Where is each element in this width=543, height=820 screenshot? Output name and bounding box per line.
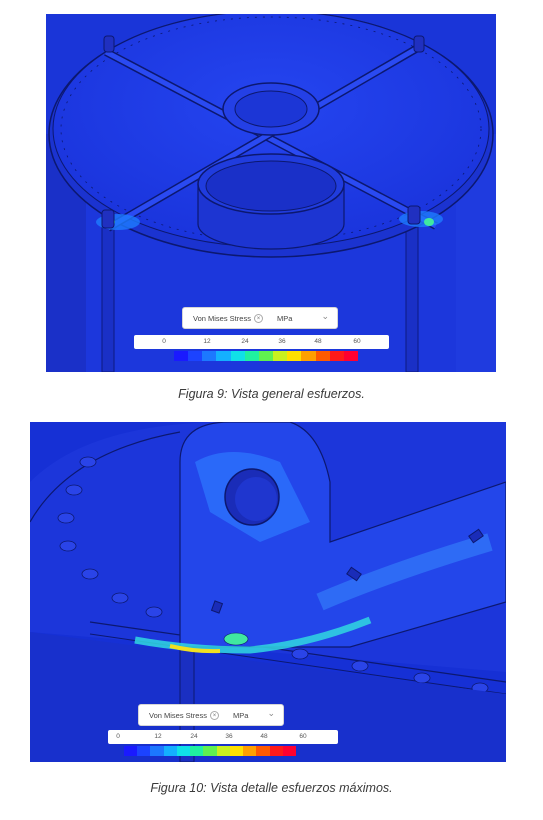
legend-tick: 60 — [353, 338, 361, 345]
colorbar-segment — [315, 351, 330, 361]
colorbar-segment — [216, 351, 231, 361]
legend-tick: 36 — [225, 733, 233, 740]
colorbar-segment — [190, 746, 204, 756]
legend-tick: 12 — [203, 338, 211, 345]
legend-scale: 0 12 24 36 48 60 — [108, 730, 338, 744]
stress-unit-label: MPa — [232, 710, 249, 720]
stress-detail-image: Von Mises Stress × MPa ⌄ 0 12 24 36 48 6… — [30, 422, 506, 762]
colorbar-segment — [287, 351, 302, 361]
colorbar-segment — [282, 746, 297, 756]
legend-tick: 12 — [154, 733, 162, 740]
figure-9-caption: Figura 9: Vista general esfuerzos. — [178, 387, 365, 401]
colorbar-segment — [230, 351, 245, 361]
stress-type-label: Von Mises Stress — [149, 710, 207, 720]
legend-tick: 0 — [116, 733, 120, 740]
colorbar-segment — [301, 351, 316, 361]
colorbar-segment — [176, 746, 191, 756]
colorbar-segment — [329, 351, 344, 361]
colorbar-segment — [150, 746, 164, 756]
colorbar-segment — [163, 746, 177, 756]
legend-tick: 48 — [314, 338, 322, 345]
colorbar-segment — [273, 351, 288, 361]
stress-colorbar — [174, 351, 359, 361]
colorbar-segment — [203, 746, 217, 756]
colorbar-segment — [256, 746, 270, 756]
legend-tick: 48 — [260, 733, 268, 740]
legend-tick: 0 — [162, 338, 166, 345]
stress-unit-label: MPa — [276, 313, 293, 323]
colorbar-segment — [174, 351, 189, 361]
figure-10-caption: Figura 10: Vista detalle esfuerzos máxim… — [150, 781, 393, 795]
colorbar-segment — [229, 746, 244, 756]
legend-scale: 0 12 24 36 48 60 — [134, 335, 389, 349]
legend-tick: 60 — [299, 733, 307, 740]
colorbar-segment — [137, 746, 151, 756]
stress-legend: Von Mises Stress × MPa ⌄ 0 12 24 36 48 6… — [108, 700, 408, 760]
colorbar-segment — [216, 746, 230, 756]
colorbar-segment — [258, 351, 274, 361]
colorbar-segment — [188, 351, 203, 361]
lug-detail-render — [30, 422, 506, 762]
stress-colorbar — [124, 746, 297, 756]
clear-icon[interactable]: × — [209, 710, 219, 720]
colorbar-segment — [124, 746, 138, 756]
colorbar-segment — [243, 746, 257, 756]
stress-type-dropdown[interactable]: Von Mises Stress × MPa ⌄ — [138, 704, 284, 726]
clear-icon[interactable]: × — [253, 313, 263, 323]
legend-tick: 24 — [190, 733, 198, 740]
colorbar-segment — [343, 351, 359, 361]
legend-tick: 36 — [278, 338, 286, 345]
stress-type-label: Von Mises Stress — [193, 313, 251, 323]
tank-top-render — [46, 14, 496, 372]
colorbar-segment — [244, 351, 259, 361]
chevron-down-icon: ⌄ — [267, 708, 275, 718]
stress-type-dropdown[interactable]: Von Mises Stress × MPa ⌄ — [182, 307, 338, 329]
legend-tick: 24 — [241, 338, 249, 345]
colorbar-segment — [269, 746, 283, 756]
colorbar-segment — [202, 351, 217, 361]
stress-legend: Von Mises Stress × MPa ⌄ 0 12 24 36 48 6… — [134, 307, 444, 367]
chevron-down-icon: ⌄ — [321, 311, 329, 321]
stress-overview-image: Von Mises Stress × MPa ⌄ 0 12 24 36 48 6… — [46, 14, 496, 372]
